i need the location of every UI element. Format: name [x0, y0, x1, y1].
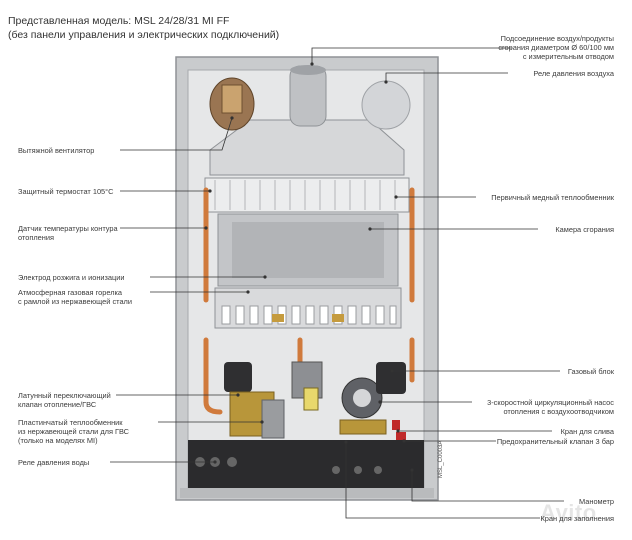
label-diverter-valve: Латунный переключающий клапан отопление/… — [18, 391, 111, 409]
leader-manometer-dot — [410, 468, 414, 472]
diverter-valve-motor — [224, 362, 252, 392]
leader-primary-hx-dot — [394, 195, 398, 199]
safety-valve — [396, 432, 406, 440]
copper-pipes — [203, 187, 415, 415]
label-fill-tap: Кран для заполнения — [540, 514, 614, 523]
leader-burner-dot — [246, 290, 250, 294]
drawing-code: MSL_C0003A — [438, 440, 444, 478]
title-line-2: (без панели управления и электрических п… — [8, 29, 280, 41]
leader-fill-tap-dot — [344, 440, 348, 444]
pump-motor — [376, 362, 406, 394]
label-safety-valve: Предохранительный клапан 3 бар — [496, 437, 614, 446]
label-electrode: Электрод розжига и ионизации — [18, 273, 125, 282]
brass-fittings — [339, 419, 387, 435]
hx-fins — [214, 180, 396, 210]
gas-valve-plate — [303, 387, 319, 411]
smoke-hood — [209, 119, 405, 176]
leader-thermostat-dot — [208, 189, 212, 193]
leader-fill-tap — [345, 442, 540, 519]
primary-heat-exchanger — [204, 177, 410, 213]
leader-plate-hx-dot — [260, 420, 264, 424]
bottom-connector — [332, 466, 340, 474]
pump-head — [353, 389, 371, 407]
hydraulic-group — [224, 361, 406, 440]
leader-water-relay-dot — [213, 460, 217, 464]
leader-diverter-valve-dot — [236, 393, 240, 397]
flue-outlet — [290, 65, 326, 75]
label-manometer: Манометр — [579, 497, 614, 506]
title-line-1: Представленная модель: MSL 24/28/31 MI F… — [8, 15, 230, 27]
leader-electrode-dot — [263, 275, 267, 279]
label-gas-block: Газовый блок — [567, 367, 614, 376]
leader-air-relay-dot — [384, 80, 388, 84]
bottom-connector — [374, 466, 382, 474]
watermark-logo: Avito — [540, 500, 597, 525]
label-primary-hx: Первичный медный теплообменник — [491, 193, 614, 202]
leader-pump-dot — [378, 400, 382, 404]
leader-manometer — [411, 470, 564, 502]
fan-motor — [221, 84, 243, 114]
leader-temp-sensor-dot — [204, 226, 208, 230]
label-pump: 3-скоростной циркуляционный насос отопле… — [487, 398, 614, 416]
label-air-connection: Подсоединение воздух/продукты сгорания д… — [498, 34, 614, 61]
label-burner: Атмосферная газовая горелка с рамлой из … — [18, 288, 132, 306]
bottom-panel-edge — [180, 488, 434, 498]
label-temp-sensor: Датчик температуры контура отопления — [18, 224, 118, 242]
leader-air-relay — [385, 72, 508, 82]
label-air-relay: Реле давления воздуха — [533, 69, 614, 78]
label-thermostat: Защитный термостат 105°C — [18, 187, 114, 196]
bottom-connector — [227, 457, 237, 467]
label-vent: Вытяжной вентилятор — [18, 146, 95, 155]
leader-vent-dot — [230, 116, 234, 120]
leader-gas-block-dot — [390, 369, 394, 373]
leader-air-connection-dot — [310, 62, 314, 66]
burner-brass-nozzle — [272, 314, 284, 322]
chamber-panel — [232, 222, 384, 278]
model-title: Представленная модель: MSL 24/28/31 MI F… — [8, 14, 279, 42]
leader-safety-valve-dot — [402, 439, 406, 443]
drain-tap — [392, 420, 400, 430]
plate-heat-exchanger — [261, 399, 285, 439]
air-pressure-relay-shape — [361, 80, 411, 130]
label-plate-hx: Пластинчатый теплообменник из нержавеюще… — [18, 418, 130, 445]
leader-vent — [120, 117, 233, 151]
leader-chamber-dot — [368, 227, 372, 231]
burner-brass-nozzle — [332, 314, 344, 322]
bottom-connector — [354, 466, 362, 474]
bottom-panel — [188, 440, 424, 490]
label-water-relay: Реле давления воды — [18, 458, 90, 467]
leader-drain-dot — [396, 429, 400, 433]
label-drain: Кран для слива — [560, 427, 614, 436]
label-chamber: Камера сгорания — [555, 225, 614, 234]
leader-air-connection — [311, 47, 512, 64]
